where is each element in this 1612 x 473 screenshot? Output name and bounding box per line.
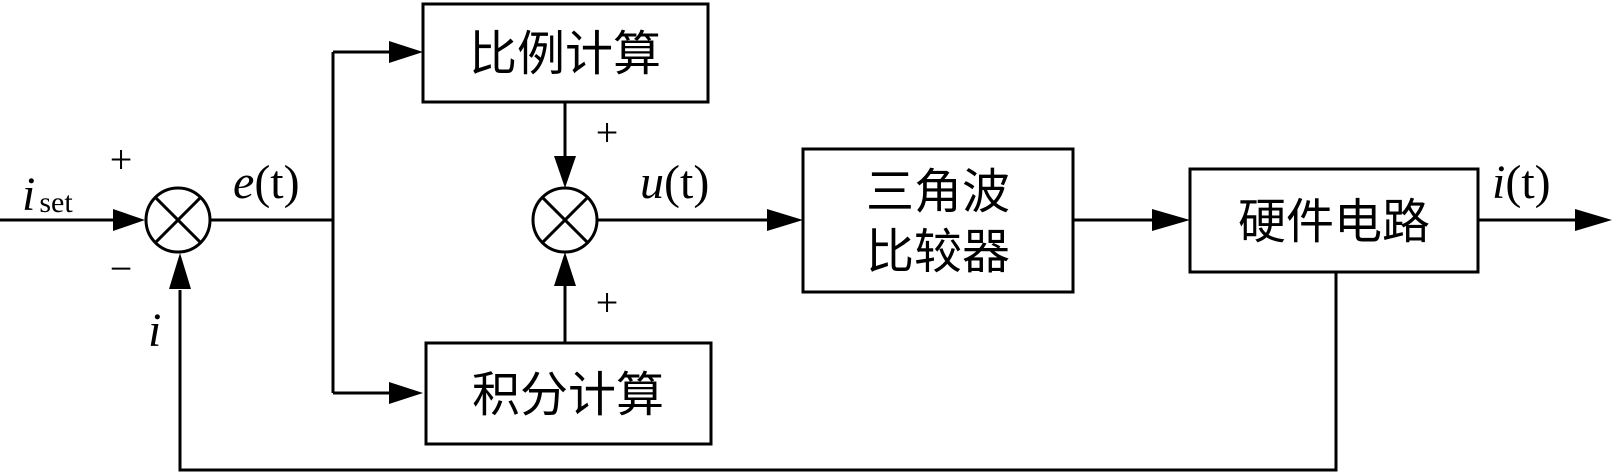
control-label: u(t)	[640, 156, 709, 209]
sum1-minus-sign: −	[110, 246, 133, 291]
output-label: i(t)	[1492, 156, 1551, 209]
proportional-out-arrow	[554, 156, 576, 188]
summing-junction-2	[531, 186, 599, 254]
to-integral-arrow	[389, 382, 423, 404]
error-label: e(t)	[233, 156, 300, 209]
integral-label: 积分计算	[472, 367, 664, 423]
to-proportional-arrow	[389, 41, 423, 63]
proportional-label: 比例计算	[469, 26, 661, 82]
hardware-label: 硬件电路	[1238, 194, 1430, 250]
comparator-label-line1: 三角波	[866, 164, 1010, 220]
feedback-label: i	[148, 304, 161, 357]
input-arrow	[113, 209, 145, 231]
proportional-block: 比例计算	[421, 2, 710, 104]
sum1-plus-sign: +	[110, 137, 133, 182]
output-arrow	[1575, 209, 1612, 231]
integral-out-arrow	[554, 252, 576, 286]
comparator-block: 三角波 比较器	[801, 147, 1075, 294]
feedback-wire	[178, 272, 1338, 472]
sum2-plus-top-sign: +	[596, 110, 619, 155]
comparator-label-line2: 比较器	[866, 224, 1010, 280]
summing-junction-1	[144, 186, 212, 254]
pwm-arrow	[1152, 209, 1190, 231]
feedback-arrow	[169, 253, 191, 289]
integral-block: 积分计算	[424, 341, 713, 446]
control-arrow	[767, 209, 803, 231]
sum2-plus-bottom-sign: +	[596, 280, 619, 325]
hardware-block: 硬件电路	[1188, 167, 1480, 274]
